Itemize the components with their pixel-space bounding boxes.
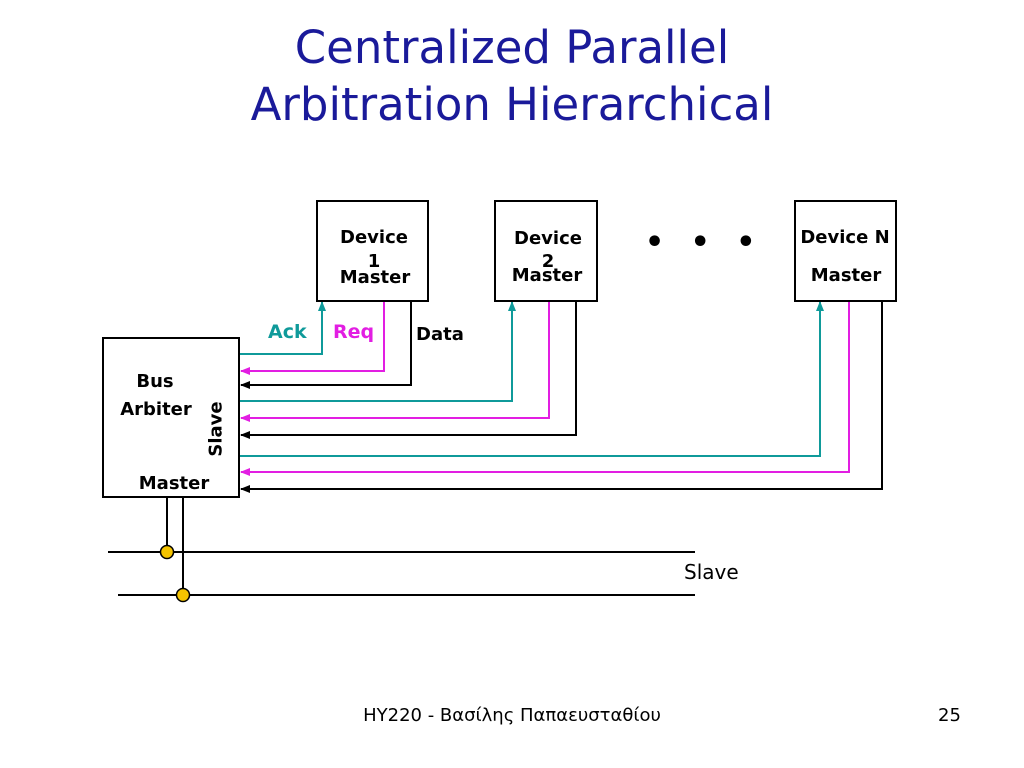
device-n-name: Device N [800,227,890,248]
arbiter-master-label: Master [138,473,210,494]
req-line-device-1 [240,302,385,375]
req-line-device-n [240,302,850,476]
data-line-device-2 [240,302,577,439]
bus-junction-1 [159,544,175,560]
data-line-device-1 [240,302,412,389]
arbiter-name-line-1: Bus [136,371,174,392]
bus-slave-label: Slave [684,560,739,584]
bus-junction-2 [175,587,191,603]
data-line-device-n [240,302,883,493]
title-line-2: Arbitration Hierarchical [250,78,774,131]
device-n-role: Master [810,265,882,286]
title-line-1: Centralized Parallel [294,21,730,74]
arbiter-slave-label: Slave [205,401,227,457]
device-1-name: Device [340,227,408,248]
ellipsis: • • • [645,225,764,260]
req-line-device-2 [240,302,550,422]
device-2-number: 2 [541,251,555,272]
ack-label: Ack [268,321,307,343]
footer-page-number: 25 [938,705,961,726]
arbiter-name-line-2: Arbiter [120,399,192,420]
footer-course: HY220 - Βασίλης Παπαευσταθίου [363,705,661,726]
data-label: Data [416,324,464,345]
device-1-number: 1 [367,251,381,272]
ack-line-device-1 [240,301,326,355]
ack-line-device-n [240,301,824,457]
device-2-role: Master [511,265,583,286]
device-1-box [316,200,429,302]
req-label: Req [333,321,375,343]
device-2-box [494,200,598,302]
ack-line-device-2 [240,301,516,402]
bus-arbiter-box [102,337,240,498]
device-1-role: Master [339,267,411,288]
device-n-box [794,200,897,302]
device-2-name: Device [514,228,582,249]
